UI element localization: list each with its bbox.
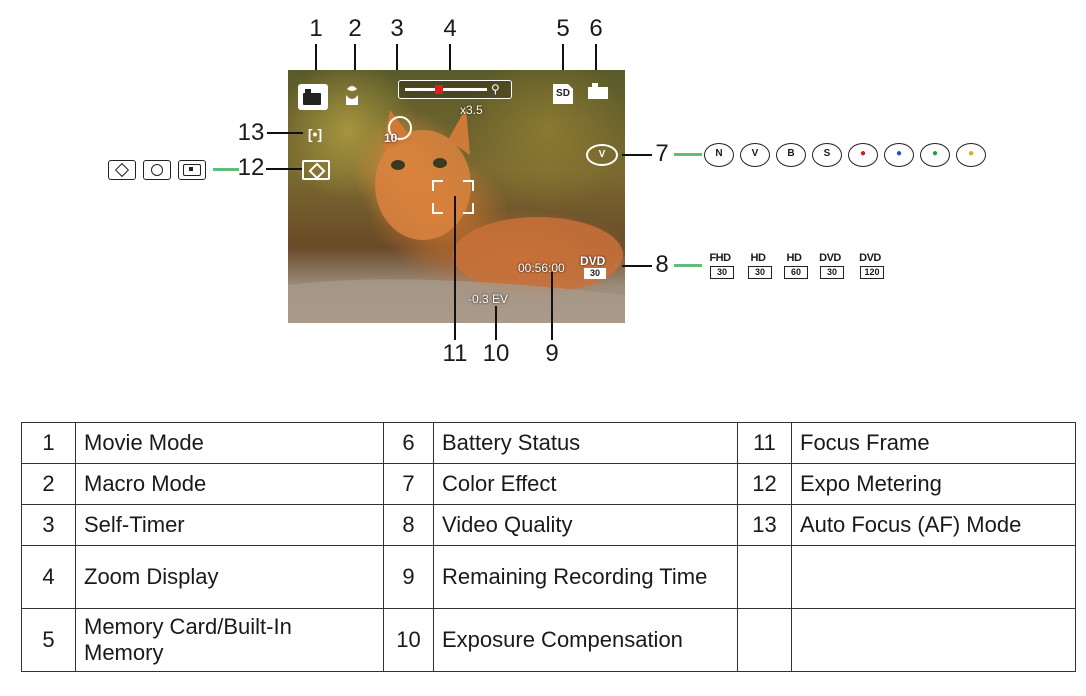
cat-image [288,108,625,323]
movie-mode-icon [298,84,328,110]
legend-number: 3 [21,504,76,546]
multi-metering-icon [108,160,136,180]
leader-line-6 [595,44,597,84]
legend-row: 5 Memory Card/Built-In Memory 10 Exposur… [21,608,1076,672]
callout-5: 5 [556,15,570,42]
legend-number: 8 [383,504,434,546]
legend-label: Expo Metering [791,463,1076,505]
legend-label: Video Quality [433,504,738,546]
self-timer-value: 10 [384,131,398,145]
legend-number: 12 [737,463,792,505]
color-effect-bw-icon: B [776,143,806,167]
legend-row: 3 Self-Timer 8 Video Quality 13 Auto Foc… [21,504,1076,546]
callout-6: 6 [589,15,603,42]
accent-line-7 [674,153,702,156]
legend-number: 2 [21,463,76,505]
legend-row: 1 Movie Mode 6 Battery Status 11 Focus F… [21,422,1076,464]
color-effect-yellow-icon: ● [956,143,986,167]
accent-line-8 [674,264,702,267]
legend-label: Color Effect [433,463,738,505]
color-effect-vivid-icon: V [740,143,770,167]
auto-focus-icon: [•] [307,126,323,142]
exposure-compensation: -0.3 EV [468,292,509,306]
legend-number [737,608,792,672]
legend-label: Auto Focus (AF) Mode [791,504,1076,546]
leader-line-13 [267,132,303,134]
zoom-magnifier-icon: ⚲ [491,82,500,96]
callout-9: 9 [545,340,559,367]
legend-number [737,545,792,609]
spot-metering-icon [178,160,206,180]
callout-12: 12 [237,154,265,181]
focus-frame [432,180,474,214]
callout-7: 7 [655,140,669,167]
video-quality-icon: DVD 30 [580,254,606,279]
legend-label [791,608,1076,672]
legend-number: 13 [737,504,792,546]
leader-line-9 [551,272,553,340]
sd-card-icon: SD [553,84,573,104]
legend-number: 5 [21,608,76,672]
legend-number: 7 [383,463,434,505]
leader-line-12 [266,168,302,170]
color-effect-normal-icon: N [704,143,734,167]
callout-13: 13 [237,119,265,146]
legend-number: 9 [383,545,434,609]
leader-line-1 [315,44,317,80]
legend-table: 1 Movie Mode 6 Battery Status 11 Focus F… [21,422,1076,672]
callout-11: 11 [442,340,468,367]
zoom-display: ⚲ [398,80,512,99]
remaining-recording-time: 00:56:00 [518,261,565,275]
legend-number: 6 [383,422,434,464]
legend-label: Movie Mode [75,422,384,464]
callout-2: 2 [348,15,362,42]
leader-line-10 [495,306,497,340]
callout-4: 4 [443,15,457,42]
legend-number: 4 [21,545,76,609]
zoom-value: x3.5 [460,103,483,117]
zoom-position-marker [435,85,443,94]
leader-line-2 [354,44,356,78]
legend-row: 4 Zoom Display 9 Remaining Recording Tim… [21,545,1076,609]
leader-line-4 [449,44,451,84]
color-effect-green-icon: ● [920,143,950,167]
macro-mode-icon [344,83,360,107]
battery-icon [588,83,608,99]
legend-number: 1 [21,422,76,464]
legend-label: Macro Mode [75,463,384,505]
legend-label: Remaining Recording Time [433,545,738,609]
legend-label: Focus Frame [791,422,1076,464]
legend-label: Exposure Compensation [433,608,738,672]
color-effect-red-icon: ● [848,143,878,167]
legend-label [791,545,1076,609]
callout-3: 3 [390,15,404,42]
expo-metering-icon [302,160,330,180]
camera-preview-photo: ⚲ x3.5 10 SD V [•] DVD 30 00:56:00 -0.3 … [288,70,625,323]
legend-label: Zoom Display [75,545,384,609]
callout-8: 8 [655,251,669,278]
legend-number: 11 [737,422,792,464]
legend-number: 10 [383,608,434,672]
center-metering-icon [143,160,171,180]
leader-line-5 [562,44,564,80]
color-effect-icon: V [586,144,618,166]
color-effect-blue-icon: ● [884,143,914,167]
legend-row: 2 Macro Mode 7 Color Effect 12 Expo Mete… [21,463,1076,505]
legend-label: Memory Card/Built-In Memory [75,608,384,672]
legend-label: Battery Status [433,422,738,464]
legend-label: Self-Timer [75,504,384,546]
leader-line-11 [454,196,456,340]
self-timer-icon [388,116,412,140]
callout-10: 10 [482,340,510,367]
callout-1: 1 [309,15,323,42]
accent-line-12 [213,168,239,171]
leader-line-8 [622,265,652,267]
leader-line-7 [622,154,652,156]
color-effect-sepia-icon: S [812,143,842,167]
